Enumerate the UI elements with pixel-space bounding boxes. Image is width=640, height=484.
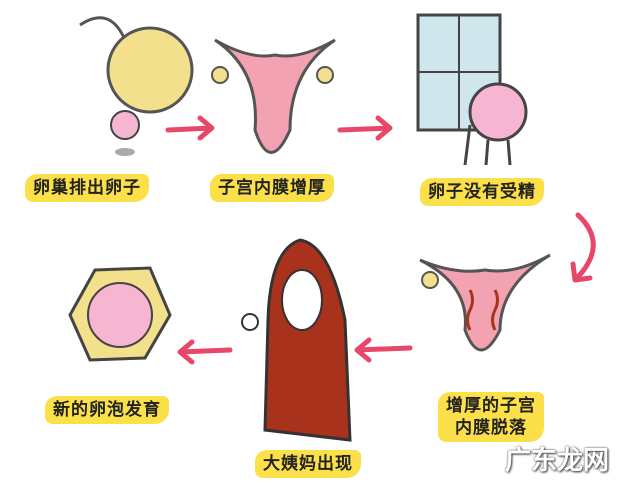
ovary-egg-illustration [79,16,194,156]
arrow-icon [570,212,596,283]
step-label-shedding-line2: 内膜脱落 [455,418,527,438]
step-label-period: 大姨妈出现 [255,450,361,478]
step-label-not-fertilized: 卵子没有受精 [420,178,544,206]
step-label-endometrium-thickens: 子宫内膜增厚 [210,174,334,202]
step-label-shedding: 增厚的子宫 内膜脱落 [438,392,544,442]
step-label-ovulation: 卵巢排出卵子 [25,174,149,202]
step-label-new-follicle: 新的卵泡发育 [45,396,169,424]
uterus-shedding-illustration [419,253,551,352]
new-follicle-illustration [68,266,172,362]
arrow-icon [337,115,393,141]
uterus-thick-illustration [211,38,336,154]
arrow-icon [165,115,215,141]
watermark: 广东龙网 [505,446,610,476]
window-egg-illustration [416,13,528,166]
arrow-icon [354,337,413,363]
period-character-illustration [241,238,352,442]
step-label-shedding-line1: 增厚的子宫 [446,396,536,416]
arrow-icon [177,339,233,365]
